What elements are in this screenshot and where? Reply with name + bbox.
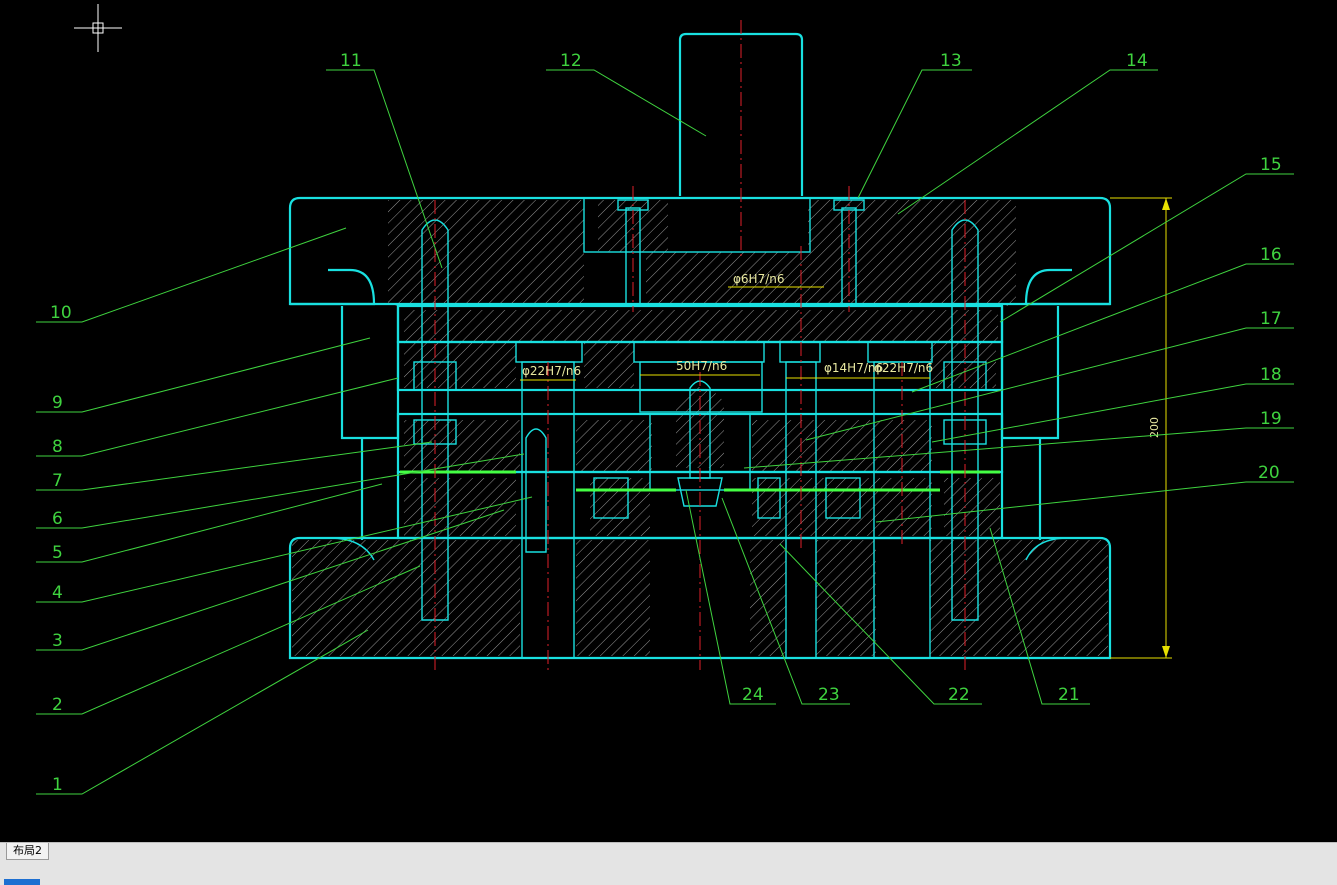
leader-lines (36, 69, 1294, 795)
part-label-19: 19 (1260, 409, 1282, 429)
part-number-labels: 1 2 3 4 5 6 7 8 9 10 11 12 13 14 15 16 1… (50, 51, 1282, 795)
part-label-4: 4 (52, 583, 63, 603)
height-dimension-value: 200 (1148, 417, 1161, 438)
part-label-17: 17 (1260, 309, 1282, 329)
part-label-23: 23 (818, 685, 840, 705)
center-lines (434, 20, 966, 670)
part-label-1: 1 (52, 775, 63, 795)
part-label-20: 20 (1258, 463, 1280, 483)
crosshair-cursor-icon (74, 4, 122, 52)
part-label-11: 11 (340, 51, 362, 71)
height-dimension (1110, 197, 1172, 659)
part-label-12: 12 (560, 51, 582, 71)
drawing-canvas[interactable]: 200 φ6H7/n6 φ22H7/n6 50H7/n6 φ14H7/n6 φ2… (0, 0, 1337, 842)
fit-annotations (520, 286, 930, 381)
part-label-24: 24 (742, 685, 764, 705)
part-label-18: 18 (1260, 365, 1282, 385)
fit-center-die: 50H7/n6 (676, 359, 727, 373)
status-icon[interactable] (4, 879, 40, 885)
part-label-22: 22 (948, 685, 970, 705)
part-label-14: 14 (1126, 51, 1148, 71)
part-label-3: 3 (52, 631, 63, 651)
fit-punch: φ14H7/n6 (824, 361, 883, 375)
fit-left-bush: φ22H7/n6 (522, 364, 581, 378)
part-label-8: 8 (52, 437, 63, 457)
hatched-sections (292, 200, 1108, 656)
part-label-16: 16 (1260, 245, 1282, 265)
part-label-2: 2 (52, 695, 63, 715)
part-label-21: 21 (1058, 685, 1080, 705)
part-label-5: 5 (52, 543, 63, 563)
fit-right-bush: φ22H7/n6 (874, 361, 933, 375)
part-label-10: 10 (50, 303, 72, 323)
layout-tab-bar: 布局2 (0, 842, 1337, 885)
part-label-7: 7 (52, 471, 63, 491)
die-assembly-drawing: 200 φ6H7/n6 φ22H7/n6 50H7/n6 φ14H7/n6 φ2… (36, 4, 1294, 795)
layout-tab[interactable]: 布局2 (6, 843, 49, 860)
part-label-13: 13 (940, 51, 962, 71)
part-label-15: 15 (1260, 155, 1282, 175)
fit-guide-post: φ6H7/n6 (733, 272, 785, 286)
part-label-9: 9 (52, 393, 63, 413)
part-label-6: 6 (52, 509, 63, 529)
